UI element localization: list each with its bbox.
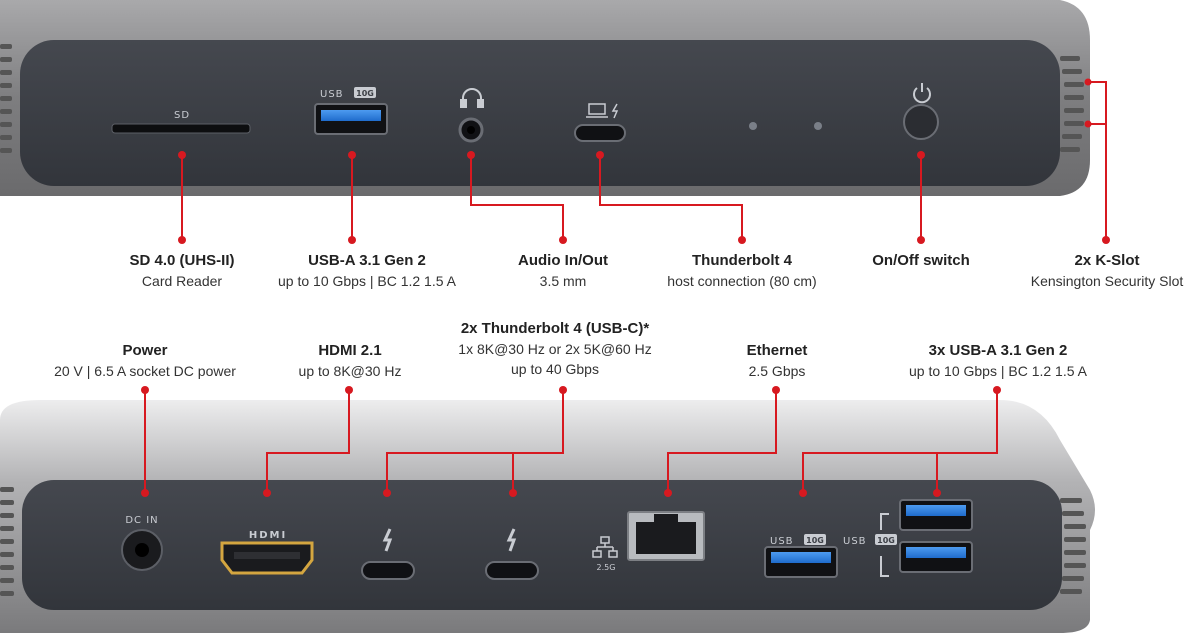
front-callout-lines	[178, 81, 1110, 244]
label-title: USB-A 3.1 Gen 2	[308, 252, 426, 269]
usb-silk-label: USB	[320, 89, 344, 100]
label-title: Ethernet	[746, 342, 808, 359]
status-led-1	[749, 122, 757, 130]
label-usb-a-rear: 3x USB-A 3.1 Gen 2 up to 10 Gbps | BC 1.…	[878, 341, 1118, 381]
thunderbolt-port-2[interactable]	[485, 561, 539, 580]
usb-10g-badge: 10G	[877, 536, 895, 545]
thunderbolt-host-port[interactable]	[574, 124, 626, 142]
dc-in-silk-label: DC IN	[125, 515, 158, 526]
front-panel-illustration: SD USB 10G	[0, 0, 1092, 196]
label-title: HDMI 2.1	[318, 342, 382, 359]
network-icon	[592, 536, 618, 558]
usb-silk-label: USB	[843, 536, 867, 547]
label-sub: 1x 8K@30 Hz or 2x 5K@60 Hz	[458, 341, 652, 357]
label-title: Power	[122, 342, 168, 359]
thunderbolt-port-1[interactable]	[361, 561, 415, 580]
sd-card-slot[interactable]	[111, 123, 251, 134]
usb-10g-badge: 10G	[806, 536, 824, 545]
label-title: Audio In/Out	[518, 252, 608, 269]
label-title: Thunderbolt 4	[692, 252, 792, 269]
label-sub: 2.5 Gbps	[748, 363, 806, 379]
label-kslot: 2x K-Slot Kensington Security Slot	[1014, 251, 1200, 291]
vent-grille-left	[0, 487, 14, 596]
label-sd-reader: SD 4.0 (UHS-II) Card Reader	[92, 251, 272, 291]
label-power-switch: On/Off switch	[856, 251, 986, 271]
label-title: SD 4.0 (UHS-II)	[129, 252, 235, 269]
label-ethernet: Ethernet 2.5 Gbps	[707, 341, 847, 381]
label-sub: up to 10 Gbps | BC 1.2 1.5 A	[909, 363, 1087, 379]
rear-panel-illustration: DC IN HDMI 2.5G USB 10G USB 10G	[0, 400, 1095, 633]
rear-callout-lines	[141, 386, 1001, 497]
label-audio: Audio In/Out 3.5 mm	[493, 251, 633, 291]
power-icon	[913, 83, 931, 104]
vent-grille-right	[1060, 56, 1084, 152]
label-sub: host connection (80 cm)	[667, 273, 817, 289]
headphone-icon	[460, 88, 484, 108]
laptop-thunderbolt-icon	[586, 103, 619, 119]
label-sub: up to 10 Gbps | BC 1.2 1.5 A	[278, 273, 456, 289]
label-sub: Kensington Security Slot	[1030, 273, 1184, 289]
label-usb-a-front: USB-A 3.1 Gen 2 up to 10 Gbps | BC 1.2 1…	[252, 251, 482, 291]
label-thunderbolt-downstream: 2x Thunderbolt 4 (USB-C)* 1x 8K@30 Hz or…	[430, 319, 680, 379]
hdmi-silk-label: HDMI	[249, 530, 287, 541]
label-sub-2: up to 40 Gbps	[511, 361, 599, 377]
usb-10g-badge: 10G	[356, 89, 374, 98]
power-button[interactable]	[903, 104, 939, 140]
label-title: On/Off switch	[872, 252, 970, 269]
label-thunderbolt-host: Thunderbolt 4 host connection (80 cm)	[637, 251, 847, 291]
front-face	[20, 40, 1060, 186]
label-title: 3x USB-A 3.1 Gen 2	[928, 342, 1068, 359]
usb-silk-label: USB	[770, 536, 794, 547]
ethernet-speed-silk: 2.5G	[597, 563, 616, 572]
label-sub: 20 V | 6.5 A socket DC power	[54, 363, 236, 379]
label-sub: 3.5 mm	[539, 273, 587, 289]
sd-silk-label: SD	[174, 110, 190, 121]
thunderbolt-icon	[506, 528, 517, 552]
label-sub: Card Reader	[141, 273, 223, 289]
label-power-dc: Power 20 V | 6.5 A socket DC power	[30, 341, 260, 381]
status-led-2	[814, 122, 822, 130]
label-sub: up to 8K@30 Hz	[298, 363, 402, 379]
vent-grille-left	[0, 44, 12, 153]
vent-grille-right	[1060, 498, 1086, 594]
thunderbolt-icon	[382, 528, 393, 552]
label-hdmi: HDMI 2.1 up to 8K@30 Hz	[270, 341, 430, 381]
label-title: 2x K-Slot	[1074, 252, 1140, 269]
label-title: 2x Thunderbolt 4 (USB-C)*	[460, 320, 650, 337]
